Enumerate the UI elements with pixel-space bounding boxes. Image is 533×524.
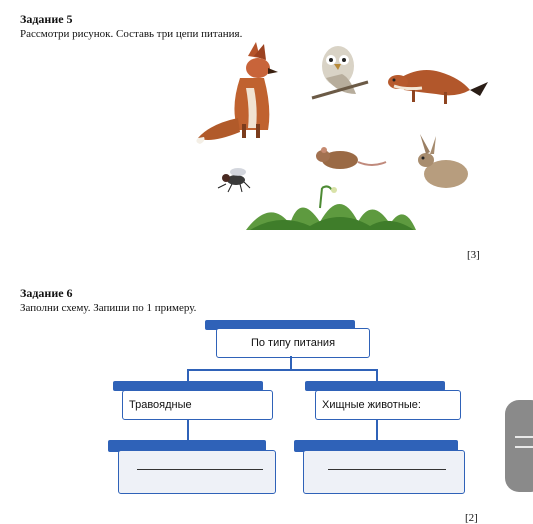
task5-instruction: Рассмотри рисунок. Составь три цепи пита… [20,28,243,40]
mouse-icon [316,147,387,169]
menu-line-icon [515,446,533,448]
fly-icon [217,168,251,193]
grass-icon [246,185,416,230]
herbivores-box: Травоядные [122,390,273,420]
carnivores-box-bar [305,381,445,391]
herbivore-answer-line [137,469,263,470]
carnivore-answer-line [328,469,446,470]
herbivores-label: Травоядные [129,399,192,411]
menu-line-icon [515,436,533,438]
task6-title: Задание 6 [20,286,73,300]
connector-left-answer [187,420,189,440]
task5-title: Задание 5 [20,12,73,26]
connector-left [187,369,189,383]
weasel-icon [388,70,488,104]
side-menu-button[interactable] [505,400,533,492]
carnivores-box: Хищные животные: [315,390,461,420]
hare-icon [418,134,468,188]
food-chain-illustration [196,42,488,230]
connector-right-answer [376,420,378,440]
task6-instruction: Заполни схему. Запиши по 1 примеру. [20,302,197,314]
herbivore-answer-bar [108,440,266,452]
herbivores-box-bar [113,381,263,391]
carnivore-answer-box[interactable] [303,450,465,494]
root-box-bar [205,320,355,330]
root-label: По типу питания [250,337,336,349]
carnivores-label: Хищные животные: [322,399,421,411]
owl-icon [311,46,369,100]
connector-root [290,356,292,370]
task5-score: [3] [467,249,480,261]
root-box: По типу питания [216,328,370,358]
carnivore-answer-bar [294,440,458,452]
connector-right [376,369,378,383]
connector-horizontal [187,369,378,371]
herbivore-answer-box[interactable] [118,450,276,494]
fox-icon [196,42,278,144]
task6-score: [2] [465,512,478,524]
